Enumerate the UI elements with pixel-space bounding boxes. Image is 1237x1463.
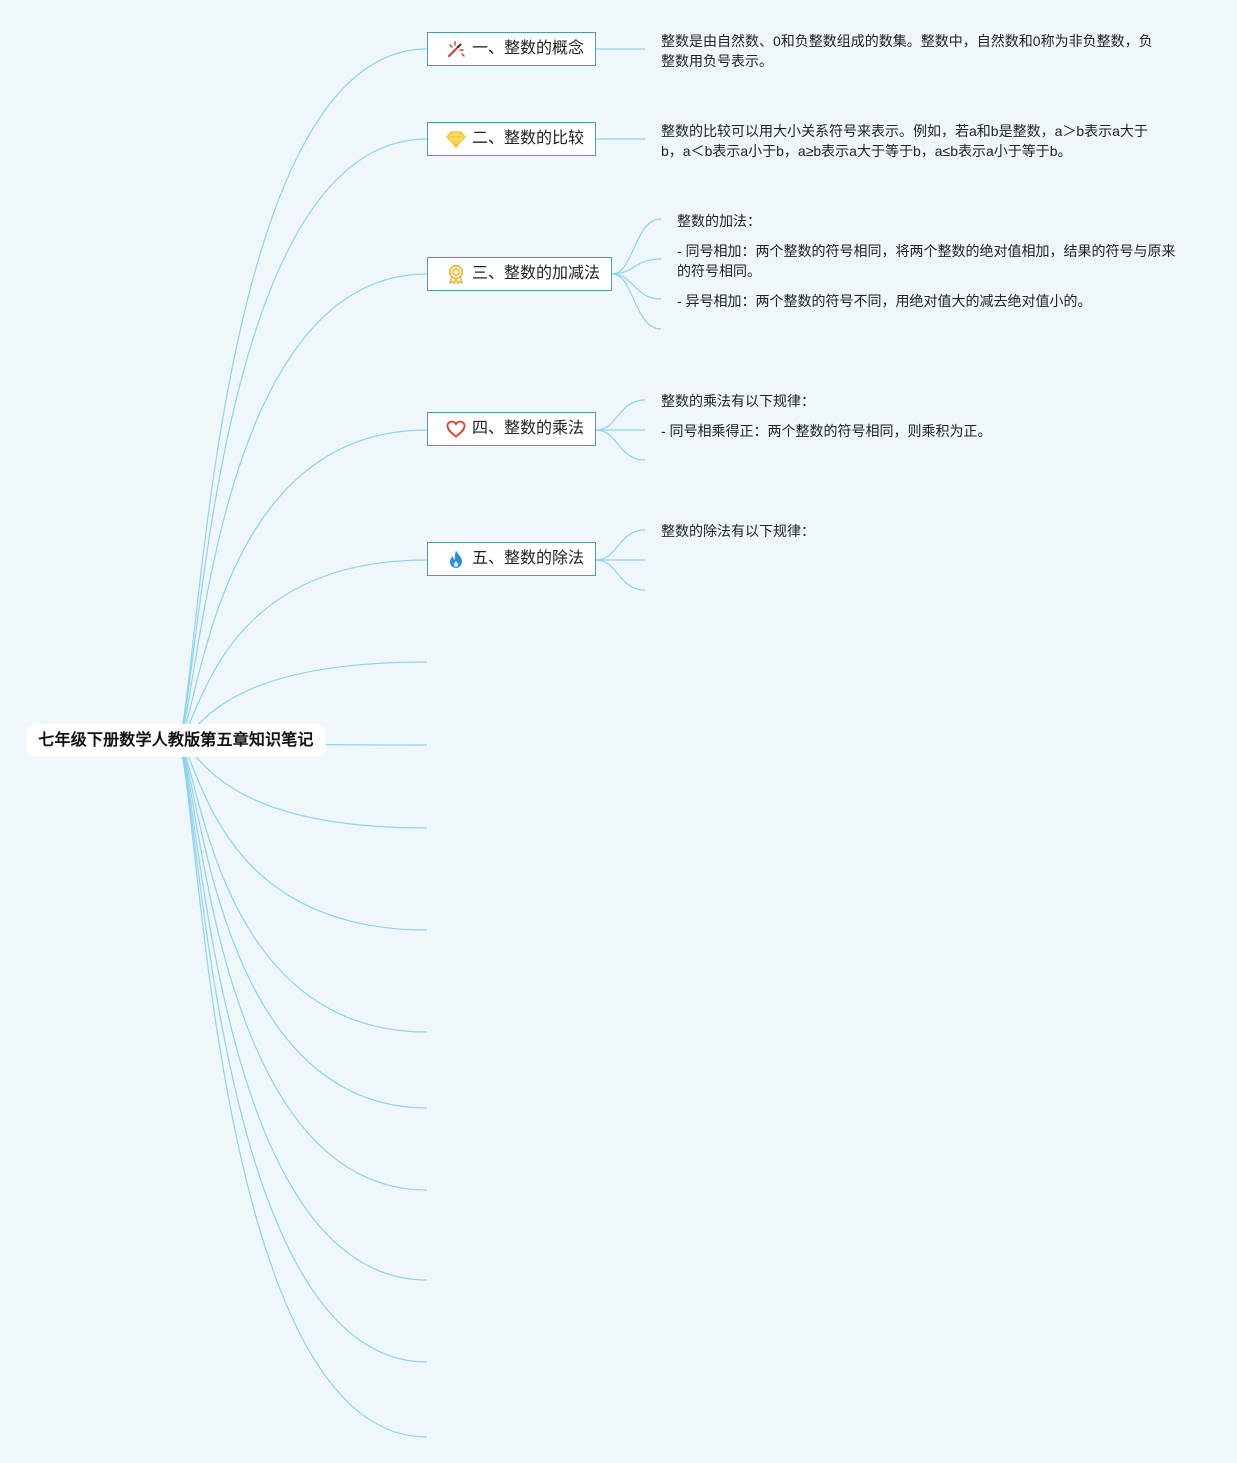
note-multiplication-heading: 整数的乘法有以下规律： [661,393,815,409]
award-ribbon-icon [446,264,466,284]
root-branch-line [177,740,428,1281]
topic-label: 二、整数的比较 [472,130,585,147]
root-branch-line [177,138,428,742]
note-different-sign-addition: - 异号相加：两个整数的符号不同，用绝对值大的减去绝对值小的。 [677,293,1092,309]
topic-note-line [611,218,662,275]
root-branch-line [177,48,428,742]
topic-note-line [595,429,646,461]
heart-icon [446,419,466,439]
topic-integer-addition-subtraction[interactable]: 三、整数的加减法 [427,257,612,291]
root-label: 七年级下册数学人教版第五章知识笔记 [38,732,314,749]
root-branch-line [177,740,428,1363]
topic-integer-division[interactable]: 五、整数的除法 [427,542,596,576]
note-division-heading: 整数的除法有以下规律： [661,523,815,539]
topic-label: 一、整数的概念 [472,40,585,57]
flame-icon [446,549,466,569]
topic-label: 四、整数的乘法 [472,420,585,437]
topic-note-line [595,529,646,561]
root-branch-line [177,740,428,1438]
root-branch-line [177,740,428,1033]
topic-integer-multiplication[interactable]: 四、整数的乘法 [427,412,596,446]
topic-integer-concept[interactable]: 一、整数的概念 [427,32,596,66]
topic-label: 五、整数的除法 [472,550,585,567]
note-comparison-symbols: 整数的比较可以用大小关系符号来表示。例如，若a和b是整数，a＞b表示a大于b，a… [661,123,1148,159]
root-branch-line [177,740,428,1109]
root-branch-line [177,559,428,742]
root-branch-line [177,429,428,742]
topic-note-line [595,559,646,591]
root-branch-line [177,740,428,931]
note-same-sign-addition: - 同号相加：两个整数的符号相同，将两个整数的绝对值相加，结果的符号与原来的符号… [677,243,1176,279]
note-same-sign-multiplication: - 同号相乘得正：两个整数的符号相同，则乘积为正。 [661,423,992,439]
topic-note-line [595,399,646,431]
topic-integer-comparison[interactable]: 二、整数的比较 [427,122,596,156]
root-branch-line [177,740,428,1191]
topic-label: 三、整数的加减法 [472,265,601,282]
note-integer-definition: 整数是由自然数、0和负整数组成的数集。整数中，自然数和0称为非负整数，负整数用负… [661,33,1153,69]
magic-wand-icon [446,39,466,59]
topic-note-line [611,273,662,300]
root-branch-line [177,273,428,742]
root-node[interactable]: 七年级下册数学人教版第五章知识笔记 [26,724,326,757]
note-addition-heading: 整数的加法： [677,213,761,229]
diamond-icon [446,129,466,149]
topic-note-line [611,258,662,275]
topic-note-line [611,273,662,330]
